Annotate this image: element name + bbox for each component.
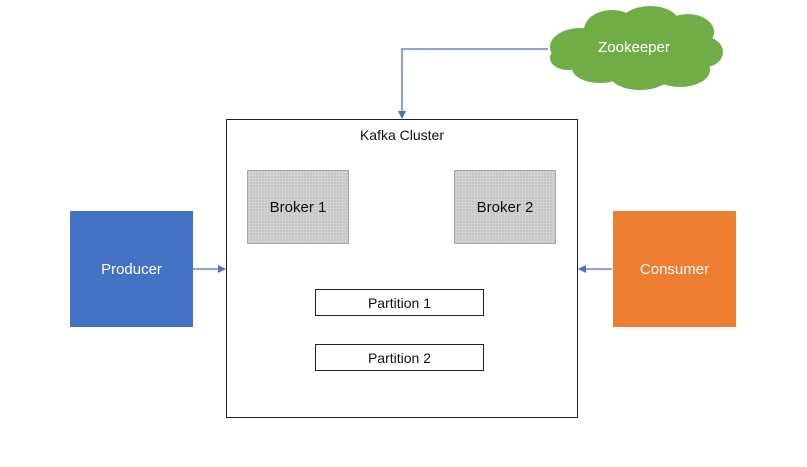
zookeeper-cloud: [550, 6, 723, 90]
kafka-cluster-title: Kafka Cluster: [359, 127, 445, 143]
zookeeper-label: Zookeeper: [598, 38, 670, 56]
kafka-cluster: Kafka Cluster: [226, 119, 578, 418]
producer-box: Producer: [70, 211, 193, 327]
broker-2: Broker 2: [454, 170, 556, 244]
partition-2: Partition 2: [315, 344, 484, 371]
zookeeper-to-cluster-arrow: [398, 48, 548, 119]
consumer-box: Consumer: [613, 211, 736, 327]
broker-1: Broker 1: [247, 170, 349, 244]
partition-1: Partition 1: [315, 289, 484, 316]
